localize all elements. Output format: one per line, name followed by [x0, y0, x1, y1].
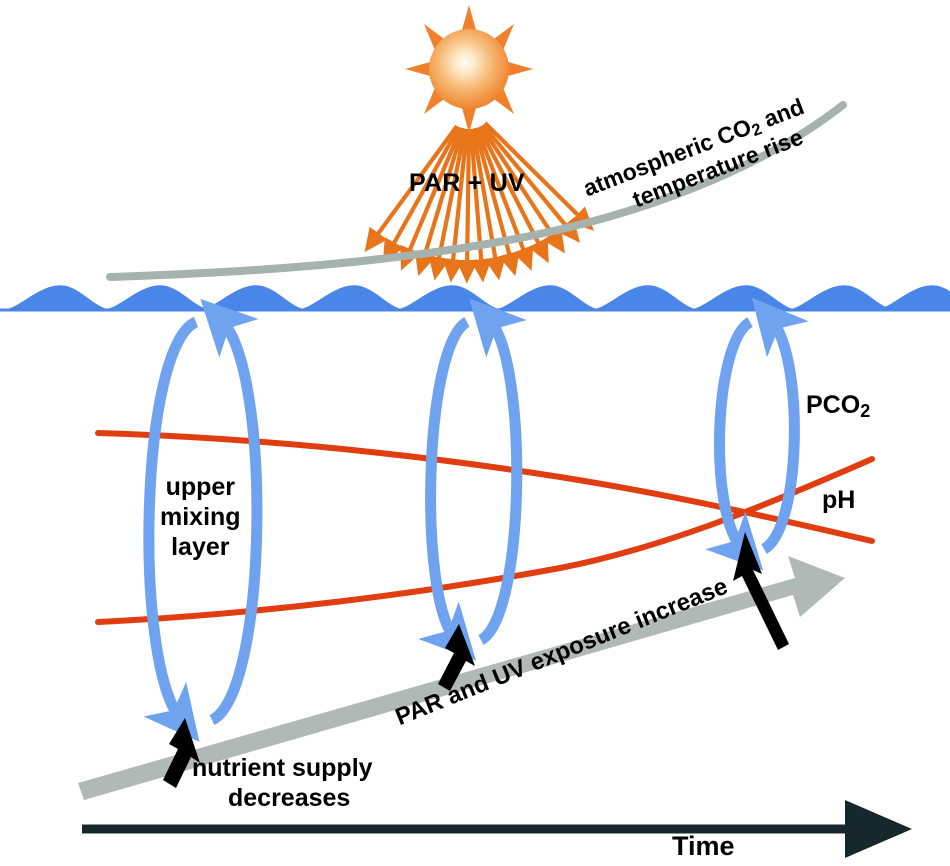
black-pointer-arrows: [163, 532, 789, 788]
par-uv-label: PAR + UV: [409, 169, 525, 197]
sun-icon: [405, 5, 533, 133]
sun-rays-icon: [364, 121, 594, 284]
pco2-label: PCO2: [806, 391, 871, 421]
pointer-nutrient-arrow: [163, 718, 200, 788]
upper-mixing-line3: layer: [171, 533, 230, 561]
water-waves-icon: [0, 285, 950, 310]
nutrient-supply-label: nutrient supply decreases: [192, 753, 373, 813]
atmospheric-co2-curve: [106, 101, 847, 281]
circulation-loop-middle: [418, 298, 527, 661]
upper-mixing-layer-label: upper mixing layer: [160, 472, 241, 562]
pco2-subscript: 2: [860, 400, 871, 421]
circulation-loop-left: [143, 298, 263, 742]
upper-mixing-line1: upper: [165, 473, 236, 501]
pointer-par-right-arrow: [733, 532, 789, 650]
upper-mixing-line2: mixing: [160, 503, 241, 531]
time-axis-label: Time: [672, 831, 735, 861]
pointer-par-mid-arrow: [438, 624, 475, 691]
circulation-loop-right: [705, 297, 809, 571]
ph-label: pH: [822, 486, 856, 514]
time-axis-arrow-icon: [82, 800, 912, 858]
gray-trend-arrow-icon: [78, 556, 845, 800]
nutrient-line2: decreases: [228, 784, 351, 812]
pco2-curve: [95, 456, 875, 625]
ph-curve: [95, 430, 875, 544]
nutrient-line1: nutrient supply: [192, 754, 373, 782]
